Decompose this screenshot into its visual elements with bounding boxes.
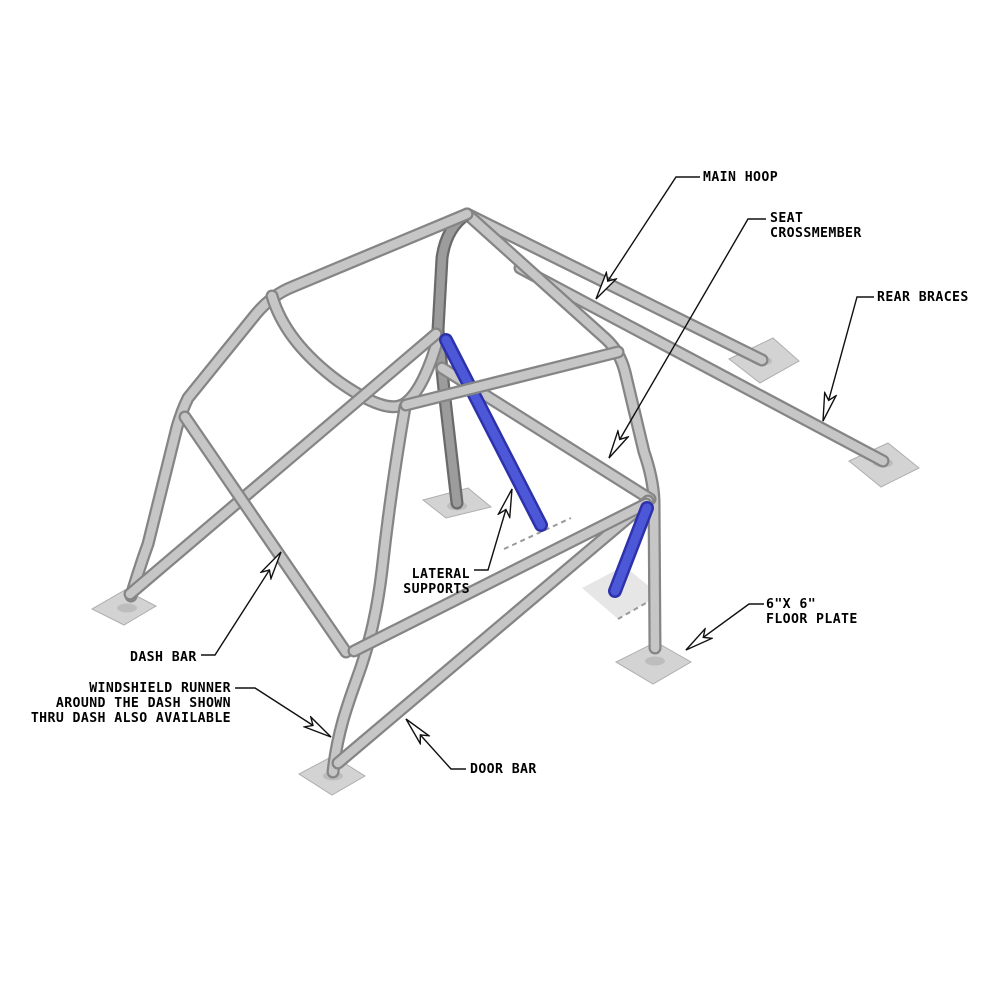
rear-braces-leader-line [823, 296, 874, 421]
plate-shadow [117, 603, 137, 613]
dash-bar-leader-line [201, 552, 281, 656]
callout-labels: MAIN HOOP SEAT CROSSMEMBER REAR BRACES L… [31, 170, 969, 777]
rear-braces-label: REAR BRACES [877, 290, 969, 305]
windshield-runner-label-line1: WINDSHIELD RUNNER [89, 681, 231, 696]
windshield-runner-label-line2: AROUND THE DASH SHOWN [56, 696, 231, 711]
rear-brace-far-tube [467, 214, 762, 360]
leader-lines [201, 176, 874, 770]
windshield-runner-leader-line [235, 687, 331, 737]
main-hoop-label: MAIN HOOP [703, 170, 778, 185]
hidden-plate-dashes [503, 517, 572, 550]
main-hoop-leader-line [596, 176, 700, 299]
plate-shadow [645, 656, 665, 666]
floor-plate-label-line1: 6"X 6" [766, 597, 816, 612]
lateral-supports-label-line1: LATERAL [412, 567, 470, 582]
lateral-supports-leader-line [474, 489, 512, 571]
door-bar-label: DOOR BAR [470, 762, 537, 777]
seat-crossmember-label-line1: SEAT [770, 211, 803, 226]
lateral-supports-label-line2: SUPPORTS [403, 582, 470, 597]
floor-plate-label-line2: FLOOR PLATE [766, 612, 858, 627]
windshield-runner-label-line3: THRU DASH ALSO AVAILABLE [31, 711, 231, 726]
door-bar-leader-line [406, 719, 466, 770]
dash-bar-label: DASH BAR [130, 650, 197, 665]
seat-crossmember-label-line2: CROSSMEMBER [770, 226, 862, 241]
floor-plate-leader-line [686, 603, 764, 650]
seat-crossmember-leader-line [609, 218, 766, 458]
